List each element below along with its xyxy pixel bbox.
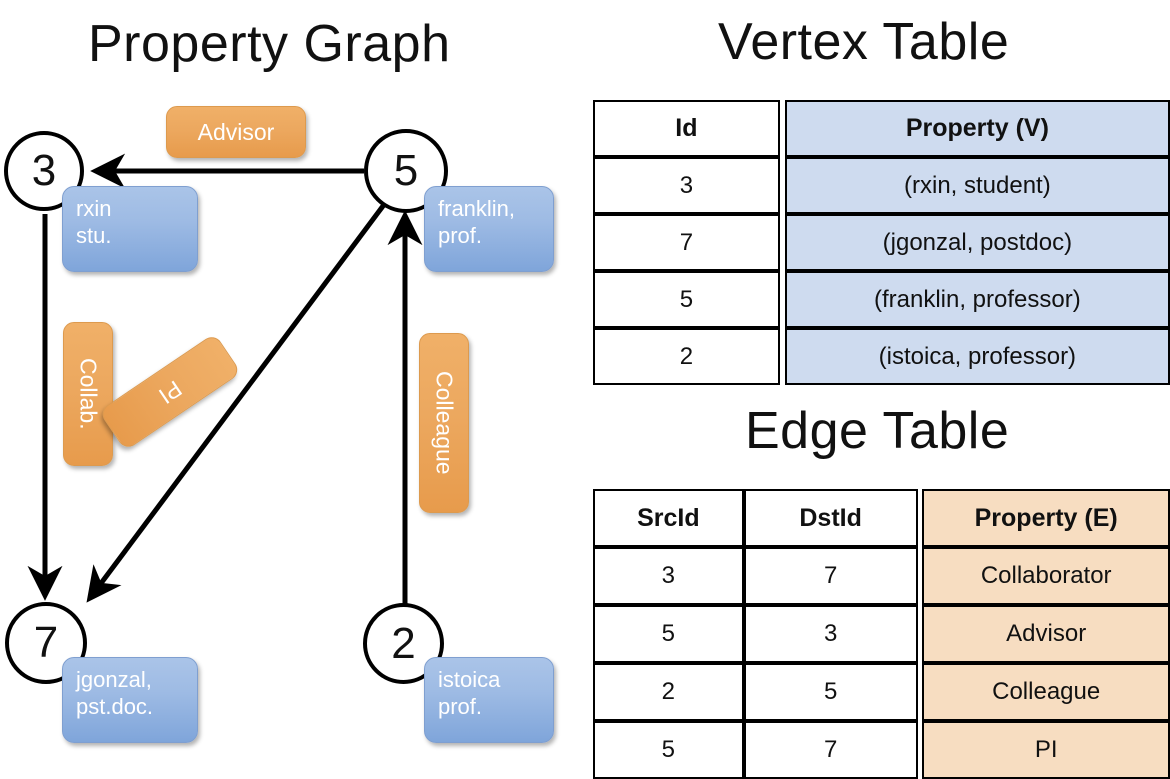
edge-5-to-7-pi (86, 200, 389, 603)
edge-label-pi-text: PI (154, 375, 187, 410)
page-title-edge-table: Edge Table (745, 402, 1010, 460)
edge-cell-srcid: 5 (593, 605, 744, 663)
table-row[interactable]: 2 5 Colleague (593, 663, 1170, 721)
table-row[interactable]: 5 7 PI (593, 721, 1170, 779)
graph-node-7-label: 7 (33, 618, 59, 667)
column-gap (779, 214, 785, 271)
graph-node-3-label: 3 (31, 146, 57, 195)
edge-cell-srcid: 3 (593, 547, 744, 605)
vertex-property-istoica-line1: istoica (438, 667, 501, 692)
edge-table-header-dstid: DstId (743, 489, 918, 547)
edge-cell-property: Colleague (922, 663, 1170, 721)
vertex-property-istoica-line2: prof. (438, 693, 483, 719)
column-gap (779, 100, 785, 157)
graph-node-2[interactable]: 2 (363, 603, 444, 684)
vertex-property-rxin-line2: stu. (76, 222, 112, 248)
vertex-table-header-row: Id Property (V) (593, 100, 1170, 157)
vertex-property-box-franklin: franklin, prof. (424, 186, 554, 272)
edge-cell-srcid: 5 (593, 721, 744, 779)
vertex-cell-property: (jgonzal, postdoc) (784, 214, 1170, 271)
edge-cell-property: Advisor (922, 605, 1170, 663)
vertex-cell-id: 2 (593, 328, 780, 385)
edge-cell-srcid: 2 (593, 663, 744, 721)
edge-label-colleague-text: Colleague (431, 371, 458, 475)
column-gap (779, 328, 785, 385)
edge-cell-dstid: 3 (743, 605, 918, 663)
edge-table-header-srcid: SrcId (593, 489, 744, 547)
column-gap (917, 547, 923, 605)
table-row[interactable]: 3 (rxin, student) (593, 157, 1170, 214)
edge-label-collab-text: Collab. (75, 358, 102, 430)
edge-cell-property: Collaborator (922, 547, 1170, 605)
property-graph-diagram: 3 5 7 2 rxin stu. franklin, prof. jgonza… (0, 0, 585, 760)
column-gap (779, 157, 785, 214)
vertex-property-franklin-line2: prof. (438, 222, 483, 248)
column-gap (917, 489, 923, 547)
column-gap (917, 663, 923, 721)
vertex-table-header-property: Property (V) (784, 100, 1170, 157)
vertex-property-rxin-line1: rxin (76, 196, 112, 221)
table-row[interactable]: 5 (franklin, professor) (593, 271, 1170, 328)
graph-node-2-label: 2 (391, 618, 416, 668)
table-row[interactable]: 7 (jgonzal, postdoc) (593, 214, 1170, 271)
vertex-cell-property: (rxin, student) (784, 157, 1170, 214)
edge-label-advisor-text: Advisor (197, 118, 275, 145)
table-row[interactable]: 3 7 Collaborator (593, 547, 1170, 605)
page-title-property-graph: Property Graph (88, 15, 451, 73)
edge-table: SrcId DstId Property (E) 3 7 Collaborato… (593, 489, 1170, 779)
vertex-property-jgonzal-line1: jgonzal, (76, 667, 152, 692)
table-row[interactable]: 2 (istoica, professor) (593, 328, 1170, 385)
edge-cell-dstid: 7 (743, 721, 918, 779)
table-row[interactable]: 5 3 Advisor (593, 605, 1170, 663)
edge-cell-dstid: 5 (743, 663, 918, 721)
vertex-cell-id: 5 (593, 271, 780, 328)
vertex-table: Id Property (V) 3 (rxin, student) 7 (jgo… (593, 100, 1170, 385)
column-gap (779, 271, 785, 328)
edge-cell-dstid: 7 (743, 547, 918, 605)
vertex-cell-id: 7 (593, 214, 780, 271)
graph-node-5-label: 5 (393, 146, 419, 195)
page-title-vertex-table: Vertex Table (718, 13, 1010, 71)
graph-edges-svg (27, 153, 423, 604)
vertex-cell-id: 3 (593, 157, 780, 214)
vertex-property-franklin-line1: franklin, (438, 196, 516, 221)
vertex-table-header-id: Id (593, 100, 780, 157)
vertex-property-box-istoica: istoica prof. (424, 657, 554, 743)
edge-label-colleague: Colleague (419, 333, 469, 513)
vertex-cell-property: (istoica, professor) (784, 328, 1170, 385)
column-gap (917, 721, 923, 779)
edge-table-header-property: Property (E) (922, 489, 1170, 547)
edge-label-collab: Collab. (63, 322, 113, 466)
vertex-property-box-jgonzal: jgonzal, pst.doc. (62, 657, 198, 743)
column-gap (917, 605, 923, 663)
vertex-cell-property: (franklin, professor) (784, 271, 1170, 328)
vertex-property-box-rxin: rxin stu. (62, 186, 198, 272)
edge-label-advisor: Advisor (166, 106, 306, 158)
edge-table-header-row: SrcId DstId Property (E) (593, 489, 1170, 547)
vertex-property-jgonzal-line2: pst.doc. (76, 693, 154, 719)
edge-cell-property: PI (922, 721, 1170, 779)
